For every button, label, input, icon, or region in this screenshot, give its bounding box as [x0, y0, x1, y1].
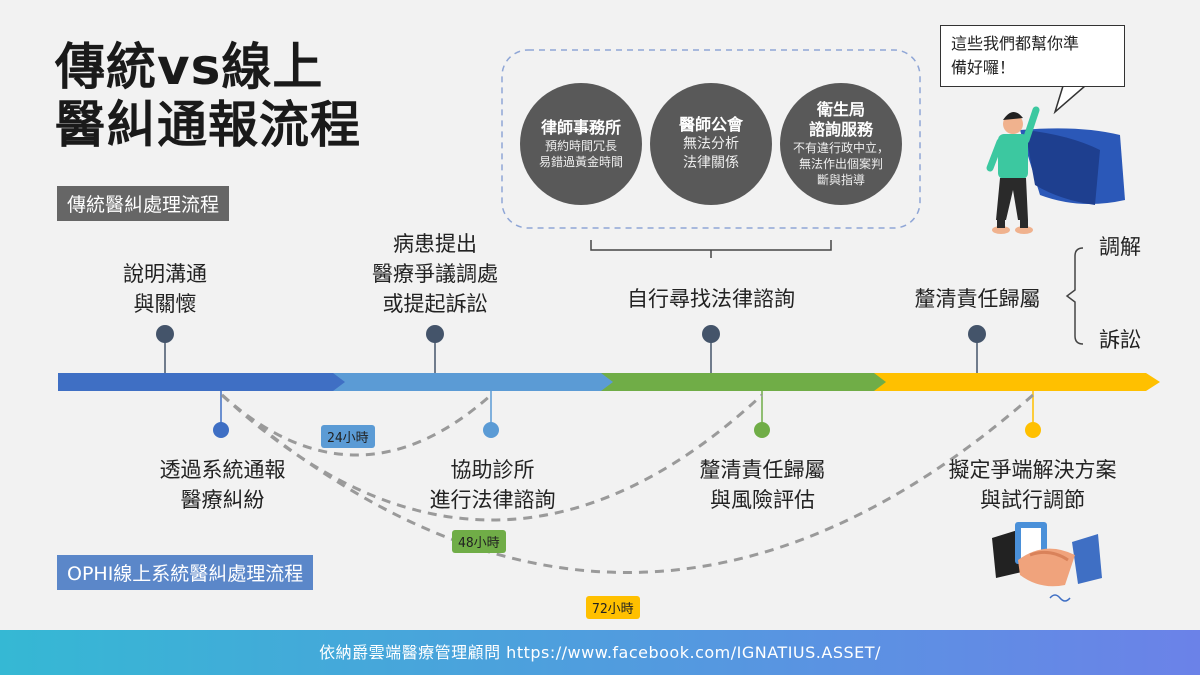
badge-72-hours: 72小時: [586, 596, 640, 619]
bottom-label-2: 協助診所 進行法律諮詢: [429, 458, 556, 512]
circle-health-bureau-desc: 不有違行政中立， 無法作出個案判 斷與指導: [792, 141, 889, 187]
badge-24-hours: 24小時: [321, 425, 375, 448]
arc-24h: [220, 393, 492, 457]
bottom-node-3: [754, 422, 770, 438]
handshake-illustration: [992, 522, 1102, 602]
timeline-segment-3: [601, 373, 888, 391]
footer-banner[interactable]: 依納爵雲端醫療管理顧問 https://www.facebook.com/IGN…: [0, 630, 1200, 675]
bottom-node-2: [483, 422, 499, 438]
circle-medical-association: 醫師公會 無法分析 法律關係: [650, 83, 772, 205]
circle-law-firm: 律師事務所 預約時間冗長 易錯過黃金時間: [520, 83, 642, 205]
circle-medical-association-desc: 無法分析 法律關係: [683, 136, 739, 171]
top-label-3: 自行尋找法律諮詢: [627, 287, 795, 311]
circle-health-bureau: 衛生局 諮詢服務 不有違行政中立， 無法作出個案判 斷與指導: [780, 83, 902, 205]
top-node-2: [426, 325, 444, 343]
title-line-1: 傳統vs線上: [55, 38, 324, 96]
title-line-2: 醫糾通報流程: [55, 96, 361, 154]
timeline-segment-1: [58, 373, 347, 391]
speech-tail: [1053, 85, 1088, 115]
bottom-node-4: [1025, 422, 1041, 438]
traditional-process-tag: 傳統醫糾處理流程: [57, 186, 230, 221]
bottom-label-1: 透過系統通報 醫療糾紛: [159, 458, 286, 512]
bottom-label-4: 擬定爭端解決方案 與試行調節: [948, 458, 1117, 512]
outcome-litigation: 訴訟: [1099, 328, 1141, 352]
timeline-segment-2: [333, 373, 615, 391]
timeline-segment-4: [874, 373, 1160, 391]
arc-72h: [221, 393, 1034, 574]
top-node-4: [968, 325, 986, 343]
hero-illustration: [986, 106, 1125, 234]
top-node-1: [156, 325, 174, 343]
top-label-4: 釐清責任歸屬: [914, 287, 1041, 311]
circle-law-firm-title: 律師事務所: [540, 118, 621, 137]
speech-bubble: 這些我們都幫你準 備好囉！: [940, 25, 1125, 87]
top-label-1: 說明溝通 與關懷: [123, 262, 207, 316]
circle-law-firm-desc: 預約時間冗長 易錯過黃金時間: [538, 139, 623, 169]
consult-bracket: [590, 240, 832, 258]
outcome-bracket: [1065, 247, 1084, 345]
badge-48-hours: 48小時: [452, 530, 506, 553]
bottom-node-1: [213, 422, 229, 438]
page-title: 傳統vs線上 醫糾通報流程: [55, 38, 361, 154]
bottom-label-3: 釐清責任歸屬 與風險評估: [699, 458, 826, 512]
circle-health-bureau-title: 衛生局 諮詢服務: [808, 100, 873, 139]
top-label-2: 病患提出 醫療爭議調處 或提起訴訟: [372, 232, 498, 316]
outcome-mediation: 調解: [1099, 235, 1141, 259]
ophi-process-tag: OPHI線上系統醫糾處理流程: [57, 555, 314, 590]
top-node-3: [702, 325, 720, 343]
circle-medical-association-title: 醫師公會: [678, 115, 743, 134]
